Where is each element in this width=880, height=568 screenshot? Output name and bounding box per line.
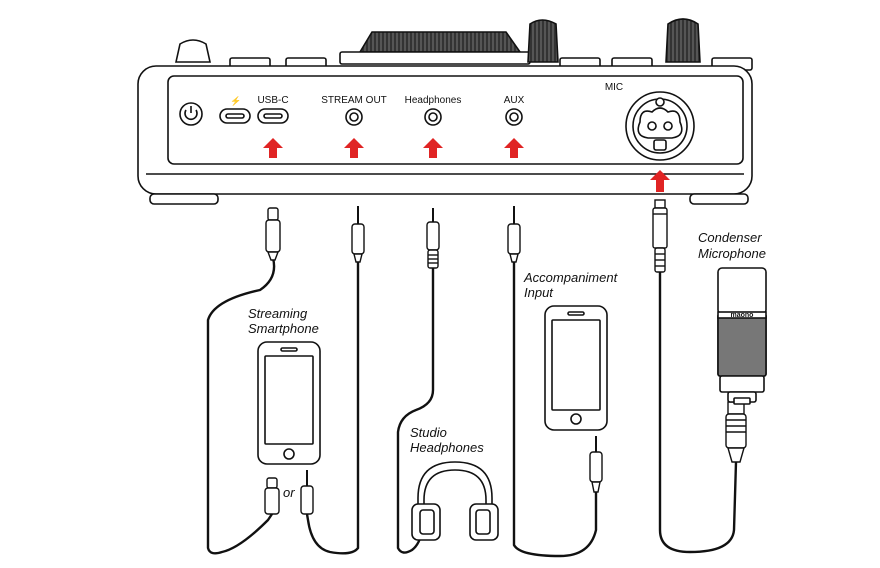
mic-label: MIC (605, 82, 623, 93)
streaming-smartphone-caption-line2: Smartphone (248, 321, 319, 336)
audio-plug-icon (351, 206, 365, 263)
condenser-microphone (717, 267, 767, 405)
audio-interface: ⚡ USB-C (137, 18, 753, 205)
charging-port[interactable]: ⚡ (219, 95, 251, 124)
studio-headphones-caption-line2: Headphones (410, 440, 484, 455)
mic-xlr-combo-jack[interactable] (625, 91, 695, 161)
or-caption: or (283, 485, 295, 500)
arrow-up-icon (344, 138, 364, 158)
condenser-microphone-caption-line1: Condenser (698, 230, 762, 245)
arrow-up-icon (504, 138, 524, 158)
connectors (264, 199, 747, 515)
streaming-smartphone-caption-line1: Streaming (248, 306, 308, 321)
condenser-microphone-caption-line2: Microphone (698, 246, 766, 261)
microphone-brand-logo: maono (731, 312, 754, 319)
gain-knob-left[interactable] (527, 19, 559, 63)
stream-out-jack[interactable] (345, 108, 363, 126)
studio-headphones-icon (411, 461, 499, 541)
cables (206, 256, 738, 558)
top-controls (175, 18, 753, 71)
charging-icon: ⚡ (230, 95, 241, 107)
accompaniment-input-caption-line2: Input (524, 285, 554, 300)
usb-c-port[interactable] (257, 108, 289, 124)
xlr-plug-icon (652, 199, 668, 273)
usb-c-label: USB-C (257, 95, 288, 106)
studio-headphones-caption-line1: Studio (410, 425, 447, 440)
streaming-smartphone (257, 341, 321, 465)
accompaniment-input-caption-line1: Accompaniment (523, 270, 619, 285)
accompaniment-smartphone (544, 305, 608, 431)
usb-c-plug-icon (264, 477, 280, 515)
indicator-arrows (263, 138, 670, 192)
xlr-female-plug-icon (725, 401, 747, 463)
main-dial[interactable] (358, 31, 522, 53)
aux-jack[interactable] (505, 108, 523, 126)
stream-out-label: STREAM OUT (321, 95, 387, 106)
aux-label: AUX (504, 95, 525, 106)
arrow-up-icon (423, 138, 443, 158)
power-button[interactable] (179, 102, 203, 126)
headphones-jack[interactable] (424, 108, 442, 126)
arrow-up-icon (650, 170, 670, 192)
headphone-plug-icon (426, 208, 440, 269)
arrow-up-icon (263, 138, 283, 158)
aux-plug-icon (589, 436, 603, 493)
usb-c-plug-icon (265, 207, 281, 261)
audio-plug-icon (300, 470, 314, 515)
gain-knob-right[interactable] (665, 18, 701, 63)
aux-plug-icon (507, 206, 521, 263)
headphones-label: Headphones (405, 95, 462, 106)
front-panel (167, 75, 744, 165)
